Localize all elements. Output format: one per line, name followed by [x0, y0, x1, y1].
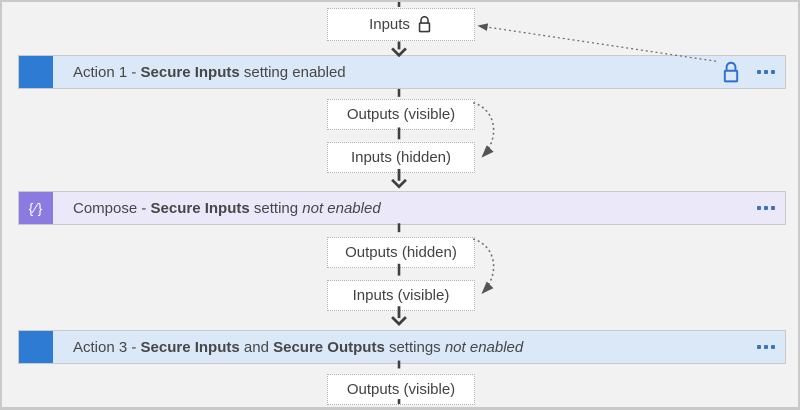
compose-icon-glyph: {∕}	[28, 200, 44, 216]
dotted-arc-arrow-1	[472, 101, 495, 158]
compose-outputs-box: Outputs (hidden)	[327, 237, 475, 268]
compose-inputs-box: Inputs (hidden)	[327, 142, 475, 173]
action3-outputs-box: Outputs (visible)	[327, 374, 475, 405]
action1-icon	[19, 56, 53, 88]
action1-outputs-label: Outputs (visible)	[346, 106, 456, 123]
action3-title: Action 3 - Secure Inputs and Secure Outp…	[73, 338, 524, 356]
action3-bar[interactable]: Action 3 - Secure Inputs and Secure Outp…	[18, 330, 786, 364]
action3-icon	[19, 331, 53, 363]
action3-outputs-label: Outputs (visible)	[346, 381, 456, 398]
action1-bar[interactable]: Action 1 - Secure Inputs setting enabled	[18, 55, 786, 89]
lock-icon	[723, 61, 739, 82]
action3-inputs-label: Inputs (visible)	[352, 287, 450, 304]
compose-title: Compose - Secure Inputs setting not enab…	[73, 199, 381, 217]
lock-icon	[418, 15, 431, 33]
action3-inputs-box: Inputs (visible)	[327, 280, 475, 311]
compose-inputs-label: Inputs (hidden)	[350, 149, 452, 166]
start-inputs-label: Inputs	[369, 16, 410, 33]
start-inputs-box: Inputs	[327, 8, 475, 41]
action1-outputs-box: Outputs (visible)	[327, 99, 475, 130]
ellipsis-icon[interactable]	[757, 345, 775, 349]
action1-title: Action 1 - Secure Inputs setting enabled	[73, 63, 346, 81]
compose-outputs-label: Outputs (hidden)	[345, 244, 457, 261]
ellipsis-icon[interactable]	[757, 70, 775, 74]
dotted-arc-arrow-2	[472, 238, 495, 294]
ellipsis-icon[interactable]	[757, 206, 775, 210]
compose-bar[interactable]: {∕} Compose - Secure Inputs setting not …	[18, 191, 786, 225]
compose-icon: {∕}	[19, 192, 53, 224]
